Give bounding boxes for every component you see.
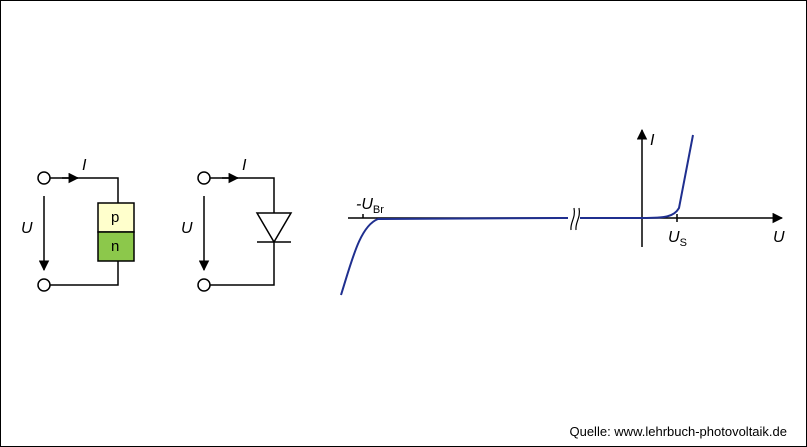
p-region xyxy=(97,202,135,233)
threshold-voltage-label: US xyxy=(668,229,687,249)
diode-circuit: I U xyxy=(181,157,293,292)
terminal-bottom xyxy=(37,278,51,292)
source-credit: Quelle: www.lehrbuch-photovoltaik.de xyxy=(569,424,787,439)
p-label: p xyxy=(111,209,119,226)
wire-top xyxy=(50,177,119,203)
wire-bottom xyxy=(50,261,119,286)
diode-triangle xyxy=(255,212,293,244)
voltage-label: U xyxy=(181,220,193,237)
wire-bottom xyxy=(210,242,275,286)
threshold-sub: S xyxy=(680,237,687,249)
pn-junction-circuit: I p n U xyxy=(21,157,135,292)
current-label: I xyxy=(242,157,247,174)
iv-curve xyxy=(340,134,694,296)
y-axis-label: I xyxy=(650,132,655,149)
terminal-bottom xyxy=(197,278,211,292)
iv-characteristic: I U -UBr US xyxy=(340,128,785,296)
x-axis-label: U xyxy=(773,229,785,246)
breakdown-sub: Br xyxy=(373,204,384,216)
breakdown-main: -U xyxy=(356,196,373,213)
wire-top xyxy=(210,177,275,213)
n-label: n xyxy=(111,238,119,255)
current-label: I xyxy=(82,157,87,174)
terminal-top xyxy=(37,171,51,185)
threshold-main: U xyxy=(668,229,680,246)
axis-break-symbol xyxy=(568,207,581,231)
breakdown-voltage-label: -UBr xyxy=(356,196,384,216)
n-region xyxy=(97,231,135,262)
voltage-label: U xyxy=(21,220,33,237)
terminal-top xyxy=(197,171,211,185)
